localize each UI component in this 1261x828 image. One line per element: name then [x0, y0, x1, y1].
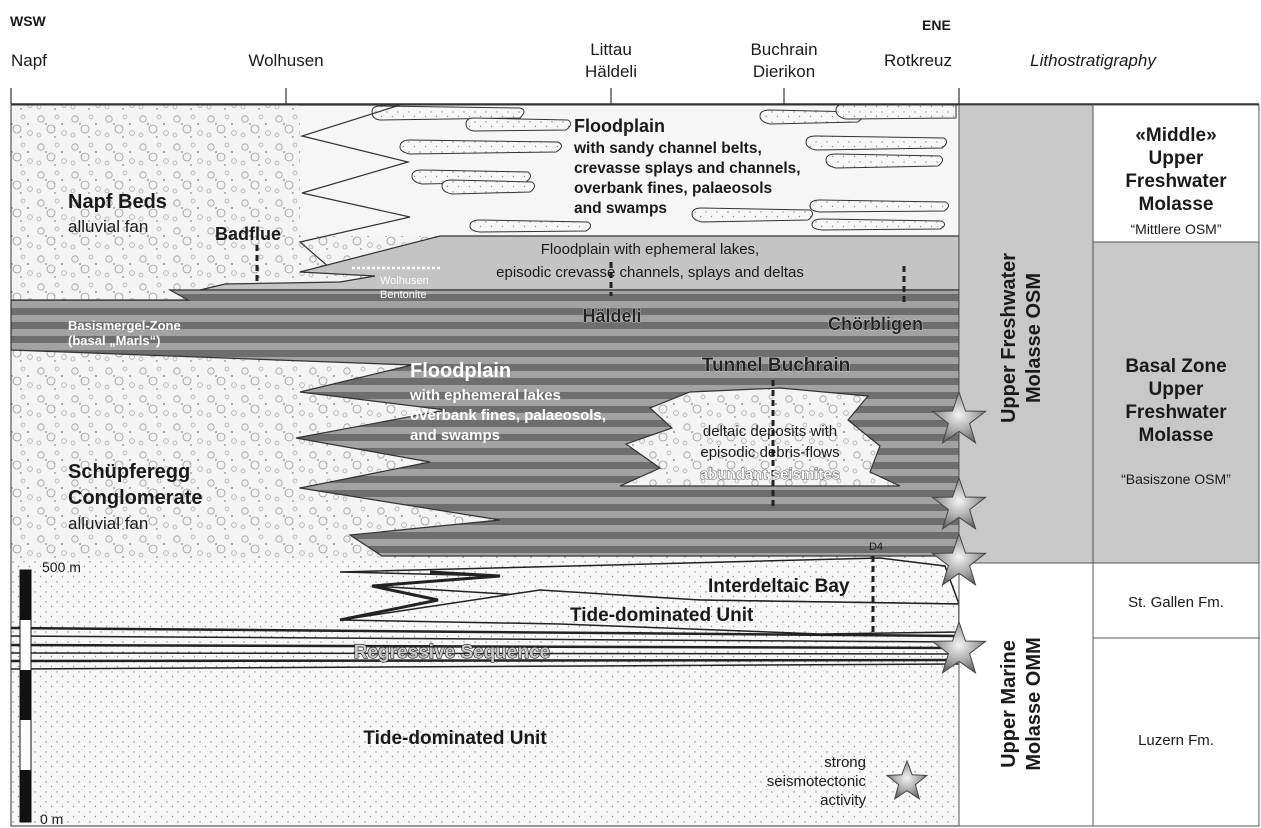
- basal-osm-cell: [1093, 242, 1259, 563]
- middle-line1: «Middle»: [1135, 125, 1216, 146]
- deltaic-line2: episodic debris-flows: [700, 444, 839, 461]
- location-napf: Napf: [11, 51, 47, 70]
- bay-wedge: [339, 570, 501, 622]
- badflue-label: Badflue: [215, 224, 281, 244]
- channel-lenses: [371, 103, 957, 233]
- basal-line1: Basal Zone: [1125, 356, 1226, 377]
- legend-line2: seismotectonic: [767, 773, 867, 790]
- omm-group-label: Upper Marine Molasse OMM: [998, 637, 1045, 770]
- floodplain-upper-line4: and swamps: [574, 200, 667, 217]
- tide-upper-label: Tide-dominated Unit: [570, 605, 754, 626]
- location-wolhusen: Wolhusen: [248, 51, 323, 70]
- omm-label-line2: Molasse OMM: [1023, 637, 1045, 770]
- seismites-label: abundant seismites: [700, 466, 840, 483]
- floodplain-mid-title: Floodplain: [410, 360, 511, 382]
- middle-sub: “Mittlere OSM”: [1131, 221, 1222, 237]
- floodplain-upper-line1: with sandy channel belts,: [573, 140, 762, 157]
- scale-0-label: 0 m: [40, 811, 63, 827]
- interdeltaic-label: Interdeltaic Bay: [708, 576, 850, 597]
- middle-osm-cell: [1093, 105, 1259, 242]
- location-dierikon: Dierikon: [753, 62, 815, 81]
- d4-label: D4: [869, 541, 883, 553]
- floodplain-mid-line1: with ephemeral lakes: [409, 387, 561, 404]
- osm-column: [959, 105, 1093, 563]
- basal-line2: Upper: [1149, 379, 1205, 400]
- location-haeldeli: Häldeli: [585, 62, 637, 81]
- bentonite-line1: Wolhusen: [380, 275, 429, 287]
- floodplain-mid-line3: and swamps: [410, 427, 500, 444]
- floodplain-upper-line3: overbank fines, palaeosols: [574, 180, 772, 197]
- floodplain-mid-line2: overbank fines, palaeosols,: [410, 407, 606, 424]
- bentonite-line2: Bentonite: [380, 289, 426, 301]
- osm-group-label: Upper Freshwater Molasse OSM: [998, 253, 1045, 423]
- star-icon: [930, 476, 988, 531]
- schupferegg-line2: Conglomerate: [68, 487, 202, 509]
- legend-line1: strong: [824, 754, 866, 771]
- location-ticks: [10, 88, 960, 104]
- scale-500-label: 500 m: [42, 559, 81, 575]
- star-icon: [930, 390, 988, 445]
- regressive-label: Regressive Sequence: [354, 642, 550, 663]
- legend-line3: activity: [820, 792, 866, 809]
- deltaic-lens: [619, 387, 901, 487]
- wsw-label: WSW: [10, 13, 47, 29]
- floodplain-upper-title: Floodplain: [574, 116, 665, 136]
- star-icon: [930, 620, 988, 675]
- ene-label: ENE: [922, 17, 951, 33]
- regressive-lines: [10, 626, 960, 670]
- scale-bar: [19, 569, 32, 823]
- luzern-label: Luzern Fm.: [1138, 732, 1214, 749]
- tunnel-buchrain-label: Tunnel Buchrain: [702, 355, 850, 376]
- legend-star-icon: [885, 759, 929, 800]
- napf-boundary: [298, 104, 440, 269]
- chorbligen-label: Chörbligen: [828, 314, 923, 334]
- location-rotkreuz: Rotkreuz: [884, 51, 952, 70]
- basal-sub: “Basiszone OSM”: [1121, 471, 1231, 487]
- omm-column: [959, 563, 1093, 826]
- middle-line3: Freshwater: [1125, 171, 1227, 192]
- osm-label-line2: Molasse OSM: [1023, 273, 1045, 403]
- napf-beds-sub: alluvial fan: [68, 217, 148, 236]
- deltaic-line1: deltaic deposits with: [703, 423, 837, 440]
- haeldeli-label: Häldeli: [582, 306, 641, 326]
- napf-beds-title: Napf Beds: [68, 191, 167, 213]
- upper-floodplain-fill: [300, 105, 959, 236]
- basal-line3: Freshwater: [1125, 402, 1227, 423]
- st-gallen-cell: [1093, 563, 1259, 638]
- middle-line4: Molasse: [1139, 194, 1214, 215]
- lithostratigraphy-title: Lithostratigraphy: [1030, 51, 1157, 70]
- tide-lower-label: Tide-dominated Unit: [363, 728, 547, 749]
- star-icon: [930, 532, 988, 587]
- basismergel-line1: Basismergel-Zone: [68, 318, 181, 333]
- luzern-cell: [1093, 638, 1259, 826]
- basal-floodplain: [10, 289, 960, 557]
- osm-label-line1: Upper Freshwater: [998, 253, 1020, 423]
- schupferegg-sub: alluvial fan: [68, 514, 148, 533]
- omm-label-line1: Upper Marine: [998, 640, 1020, 768]
- floodplain-upper-line2: crevasse splays and channels,: [574, 160, 801, 177]
- column-borders: [958, 104, 1260, 827]
- middle-line2: Upper: [1149, 148, 1205, 169]
- lakes-line1: Floodplain with ephemeral lakes,: [541, 241, 759, 258]
- seismic-stars: [885, 390, 988, 800]
- schupferegg-line1: Schüpferegg: [68, 461, 190, 483]
- lakes-line2: episodic crevasse channels, splays and d…: [496, 264, 804, 281]
- st-gallen-label: St. Gallen Fm.: [1128, 594, 1224, 611]
- location-littau: Littau: [590, 40, 632, 59]
- location-buchrain: Buchrain: [750, 40, 817, 59]
- section-markers: [255, 245, 906, 636]
- basal-line4: Molasse: [1139, 425, 1214, 446]
- basismergel-line2: (basal „Marls“): [68, 333, 160, 348]
